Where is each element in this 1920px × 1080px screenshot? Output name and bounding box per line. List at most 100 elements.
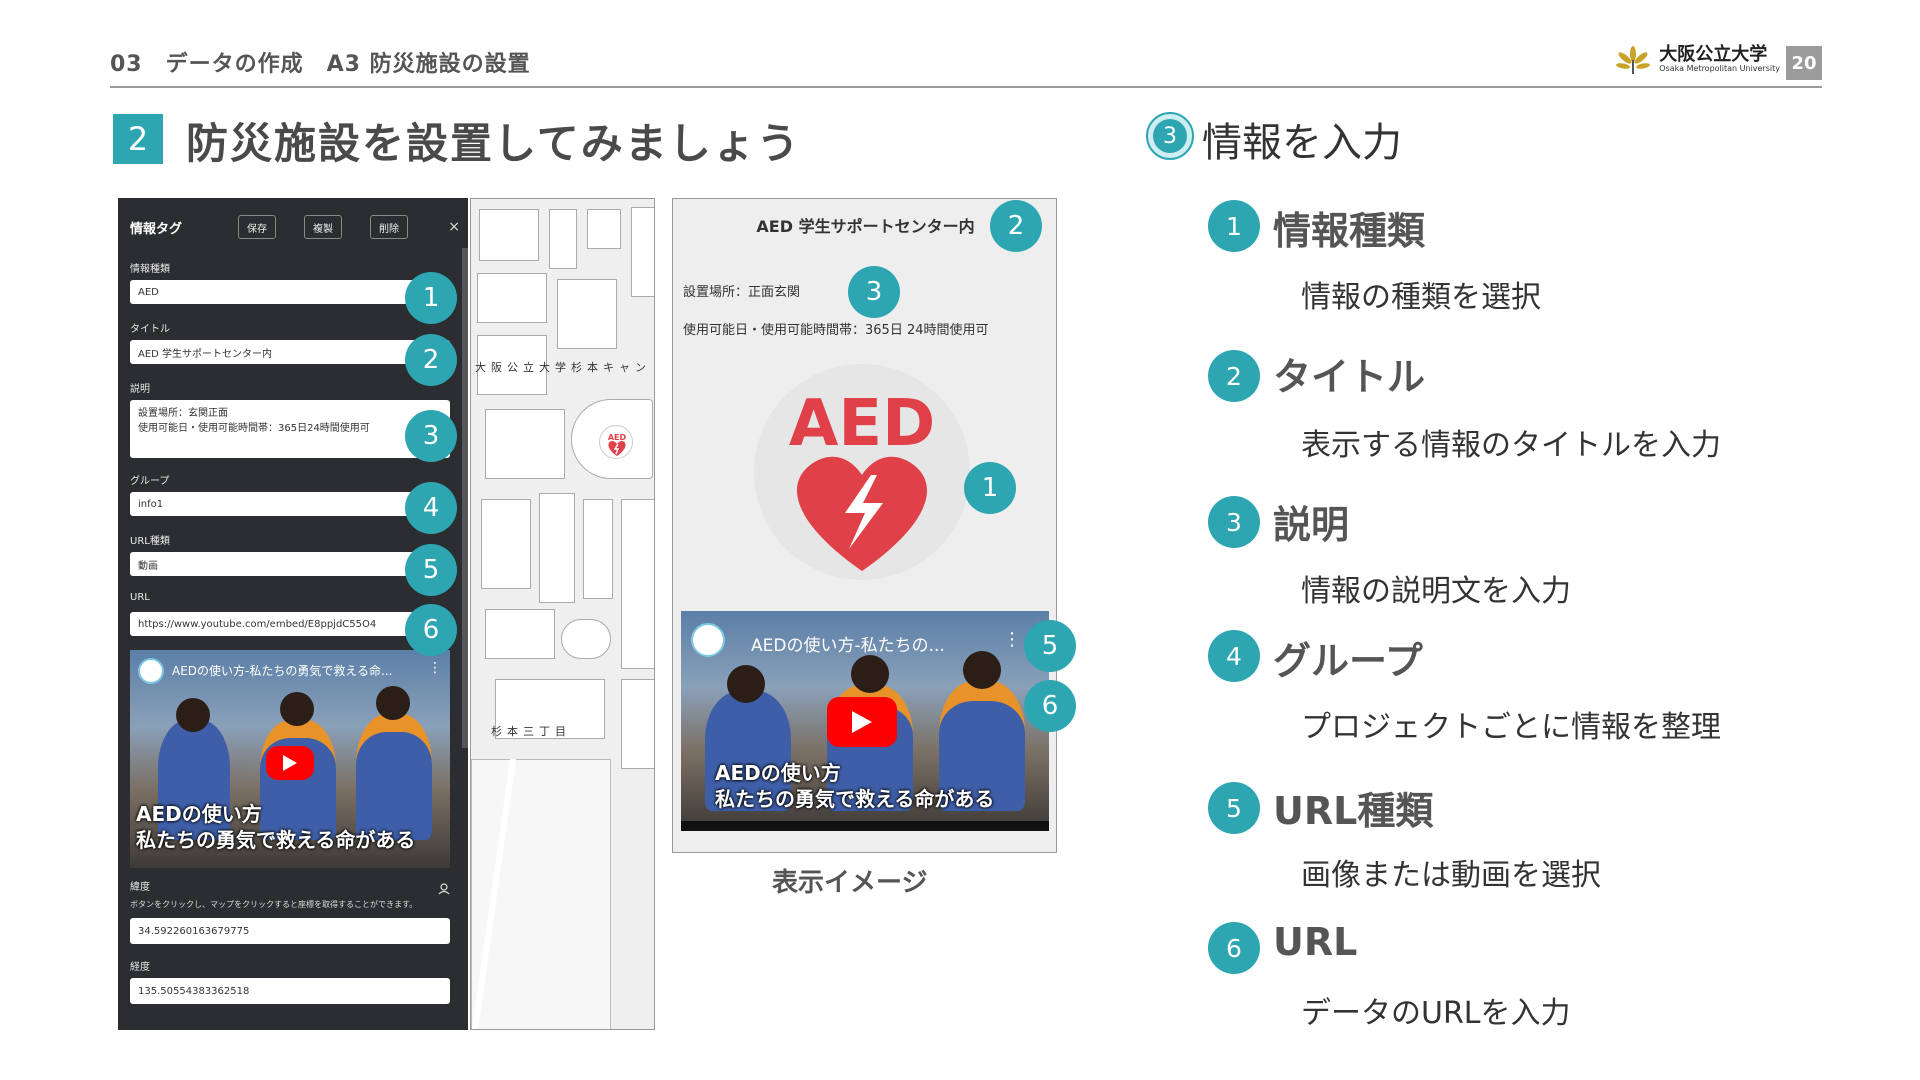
step-number-6: 6	[1208, 922, 1260, 974]
page-number: 20	[1786, 46, 1822, 80]
longitude-input[interactable]: 135.50554383362518	[130, 978, 450, 1004]
display-badge-3: 3	[848, 266, 900, 318]
map-building	[477, 335, 547, 395]
step-desc-3: 情報の説明文を入力	[1301, 574, 1571, 609]
person-head	[176, 698, 210, 732]
logo-subtitle: Osaka Metropolitan University	[1659, 64, 1780, 73]
display-badge-1: 1	[964, 462, 1016, 514]
badge-5: 5	[405, 544, 457, 596]
title-input[interactable]: AED 学生サポートセンター内	[130, 340, 450, 364]
map-building	[587, 209, 621, 249]
map-building	[631, 207, 654, 297]
display-video-caption-1: AEDの使い方	[715, 761, 841, 785]
display-video-preview[interactable]: AEDの使い方-私たちの... ⋮ AEDの使い方 私たちの勇気で救える命がある	[681, 611, 1049, 831]
info-type-label: 情報種類	[130, 264, 170, 275]
more-options-icon[interactable]: ⋮	[1003, 629, 1021, 650]
panel-video-preview[interactable]: AEDの使い方-私たちの勇気で救える命... ⋮ AEDの使い方 私たちの勇気で…	[130, 650, 450, 868]
group-label: グループ	[130, 476, 170, 487]
step-head-title: 情報を入力	[1202, 120, 1402, 166]
longitude-label: 経度	[130, 962, 150, 973]
person-figure	[260, 720, 336, 840]
step-number-1: 1	[1208, 200, 1260, 252]
person-head	[963, 651, 1001, 689]
description-label: 説明	[130, 384, 150, 395]
display-hours: 使用可能日・使用可能時間帯：365日 24時間使用可	[683, 323, 989, 338]
university-logo: 大阪公立大学 Osaka Metropolitan University	[1615, 46, 1780, 74]
person-head	[851, 655, 889, 693]
channel-logo-icon	[138, 658, 164, 684]
map-building	[549, 209, 577, 269]
map-building	[557, 279, 617, 349]
display-caption: 表示イメージ	[772, 868, 928, 898]
display-title: AED 学生サポートセンター内	[756, 217, 975, 236]
close-icon[interactable]: ×	[448, 219, 460, 235]
map-building	[583, 499, 613, 599]
person-head	[376, 686, 410, 720]
map-building	[481, 499, 531, 589]
url-type-label: URL種類	[130, 536, 170, 547]
latitude-input[interactable]: 34.592260163679775	[130, 918, 450, 944]
display-badge-5: 5	[1024, 620, 1076, 672]
header-divider	[110, 86, 1822, 88]
group-input[interactable]: info1	[130, 492, 450, 516]
location-pin-icon[interactable]	[438, 880, 450, 895]
map-building	[485, 409, 565, 479]
person-figure	[705, 691, 791, 811]
aed-icon: AED	[753, 363, 971, 581]
badge-3: 3	[405, 410, 457, 462]
map-building	[485, 609, 555, 659]
url-input[interactable]: https://www.youtube.com/embed/E8ppjdC55O…	[130, 612, 450, 636]
display-badge-6: 6	[1024, 680, 1076, 732]
map-building	[495, 679, 605, 739]
step-title-4: グループ	[1273, 639, 1423, 683]
badge-1: 1	[405, 272, 457, 324]
map-building	[621, 499, 654, 669]
person-head	[280, 692, 314, 726]
channel-logo-icon	[691, 623, 725, 657]
map-building	[479, 209, 539, 261]
latitude-label: 緯度	[130, 882, 150, 893]
info-type-select[interactable]: AED	[130, 280, 450, 304]
panel-video-caption-1: AEDの使い方	[136, 802, 262, 826]
play-icon	[852, 711, 872, 733]
step-title-1: 情報種類	[1273, 209, 1426, 253]
play-icon	[283, 755, 297, 771]
step-head-badge: 3	[1146, 112, 1194, 160]
step-title-6: URL	[1273, 920, 1358, 964]
section-number: 2	[113, 114, 163, 164]
breadcrumb: 03 データの作成 A3 防災施設の設置	[110, 52, 531, 77]
step-desc-5: 画像または動画を選択	[1301, 858, 1601, 893]
step-desc-6: データのURLを入力	[1301, 996, 1571, 1031]
map-label-district: 杉本三丁目	[491, 725, 571, 738]
panel-scrollbar[interactable]	[462, 248, 468, 748]
more-options-icon[interactable]: ⋮	[428, 660, 442, 676]
url-type-select[interactable]: 動画	[130, 552, 450, 576]
description-line-1: 設置場所：玄関正面	[138, 408, 228, 419]
delete-button[interactable]: 削除	[370, 215, 408, 239]
map-building	[561, 619, 611, 659]
map-aed-marker[interactable]: AED	[599, 425, 633, 459]
save-button[interactable]: 保存	[238, 215, 276, 239]
latitude-hint: ボタンをクリックし、マップをクリックすると座標を取得することができます。	[130, 900, 418, 909]
map-building	[621, 679, 654, 769]
step-number-4: 4	[1208, 630, 1260, 682]
display-location: 設置場所：正面玄関	[683, 285, 801, 300]
svg-text:AED: AED	[608, 433, 627, 442]
display-badge-2: 2	[990, 200, 1042, 252]
step-title-2: タイトル	[1273, 355, 1426, 399]
campus-map[interactable]: 大阪公立大学杉本キャン 杉本三丁目 AED	[470, 198, 655, 1030]
play-button[interactable]	[266, 746, 314, 780]
step-number-3: 3	[1208, 496, 1260, 548]
map-building	[477, 273, 547, 323]
description-textarea[interactable]: 設置場所：玄関正面 使用可能日・使用可能時間帯：365日24時間使用可	[130, 400, 450, 458]
aed-label: AED	[789, 387, 935, 461]
play-button[interactable]	[827, 697, 897, 747]
logo-name: 大阪公立大学	[1659, 44, 1768, 65]
copy-button[interactable]: 複製	[304, 215, 342, 239]
step-desc-1: 情報の種類を選択	[1301, 280, 1541, 315]
display-video-title: AEDの使い方-私たちの...	[751, 636, 945, 656]
url-label: URL	[130, 592, 150, 603]
title-label: タイトル	[130, 324, 170, 335]
person-figure	[939, 681, 1025, 811]
step-title-3: 説明	[1273, 503, 1350, 547]
